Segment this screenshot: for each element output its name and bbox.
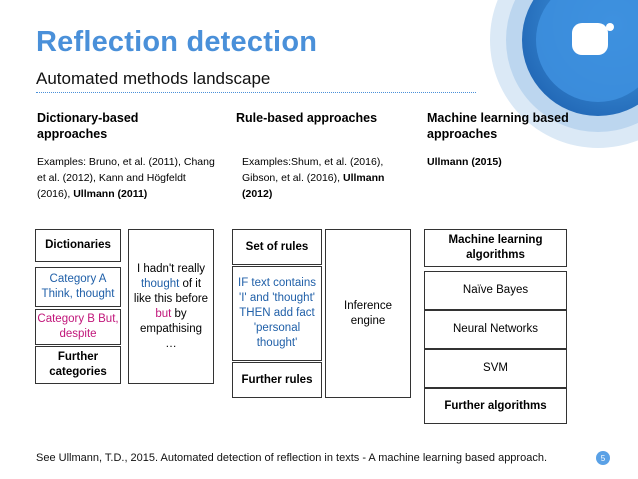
svm-box: SVM xyxy=(424,349,567,388)
column-heading-ml: Machine learning based approaches xyxy=(427,111,569,141)
slide-title: Reflection detection xyxy=(36,26,318,58)
further-algorithms-box: Further algorithms xyxy=(424,388,567,424)
rule-example-box: IF text contains 'I' and 'thought' THEN … xyxy=(232,266,322,361)
dictionaries-box: Dictionaries xyxy=(35,229,121,262)
examples-text: Examples: Bruno, et al. (2011), Chang et… xyxy=(37,156,215,200)
examples-bold: Ullmann (2015) xyxy=(427,156,502,168)
set-of-rules-box: Set of rules xyxy=(232,229,322,265)
page-number: 5 xyxy=(596,451,610,465)
sample-text: I hadn't really thought of it like this … xyxy=(133,262,209,352)
sample-text-part: I hadn't really xyxy=(136,262,206,275)
naive-bayes-box: Naïve Bayes xyxy=(424,271,567,310)
open-university-logo xyxy=(488,0,638,150)
column-heading-dictionary: Dictionary-based approaches xyxy=(37,111,139,141)
examples-bold: Ullmann (2011) xyxy=(73,188,148,200)
further-rules-box: Further rules xyxy=(232,362,322,398)
ml-algorithms-box: Machine learning algorithms xyxy=(424,229,567,267)
category-b-box: Category B But, despite xyxy=(35,309,121,345)
sample-text-box: I hadn't really thought of it like this … xyxy=(128,229,214,384)
examples-bold: Ullmann (2012) xyxy=(242,172,385,200)
highlight-but: but xyxy=(155,307,172,320)
column-heading-rule: Rule-based approaches xyxy=(236,111,378,125)
examples-dictionary: Examples: Bruno, et al. (2011), Chang et… xyxy=(37,154,217,202)
footer-reference: See Ullmann, T.D., 2015. Automated detec… xyxy=(36,452,547,464)
slide-subtitle: Automated methods landscape xyxy=(36,69,271,88)
title-divider xyxy=(36,92,476,93)
inference-engine-box: Inference engine xyxy=(325,229,411,398)
sample-text-part: by empathising … xyxy=(139,307,202,350)
examples-text: Examples:Shum, et al. (2016), Gibson, et… xyxy=(242,156,384,184)
category-a-box: Category A Think, thought xyxy=(35,267,121,307)
examples-ml: Ullmann (2015) xyxy=(427,154,587,170)
neural-networks-box: Neural Networks xyxy=(424,310,567,349)
further-categories-box: Further categories xyxy=(35,346,121,384)
highlight-thought: thought xyxy=(140,277,180,290)
sample-text-part: of it like this before xyxy=(133,277,209,305)
examples-rule: Examples:Shum, et al. (2016), Gibson, et… xyxy=(242,154,412,202)
